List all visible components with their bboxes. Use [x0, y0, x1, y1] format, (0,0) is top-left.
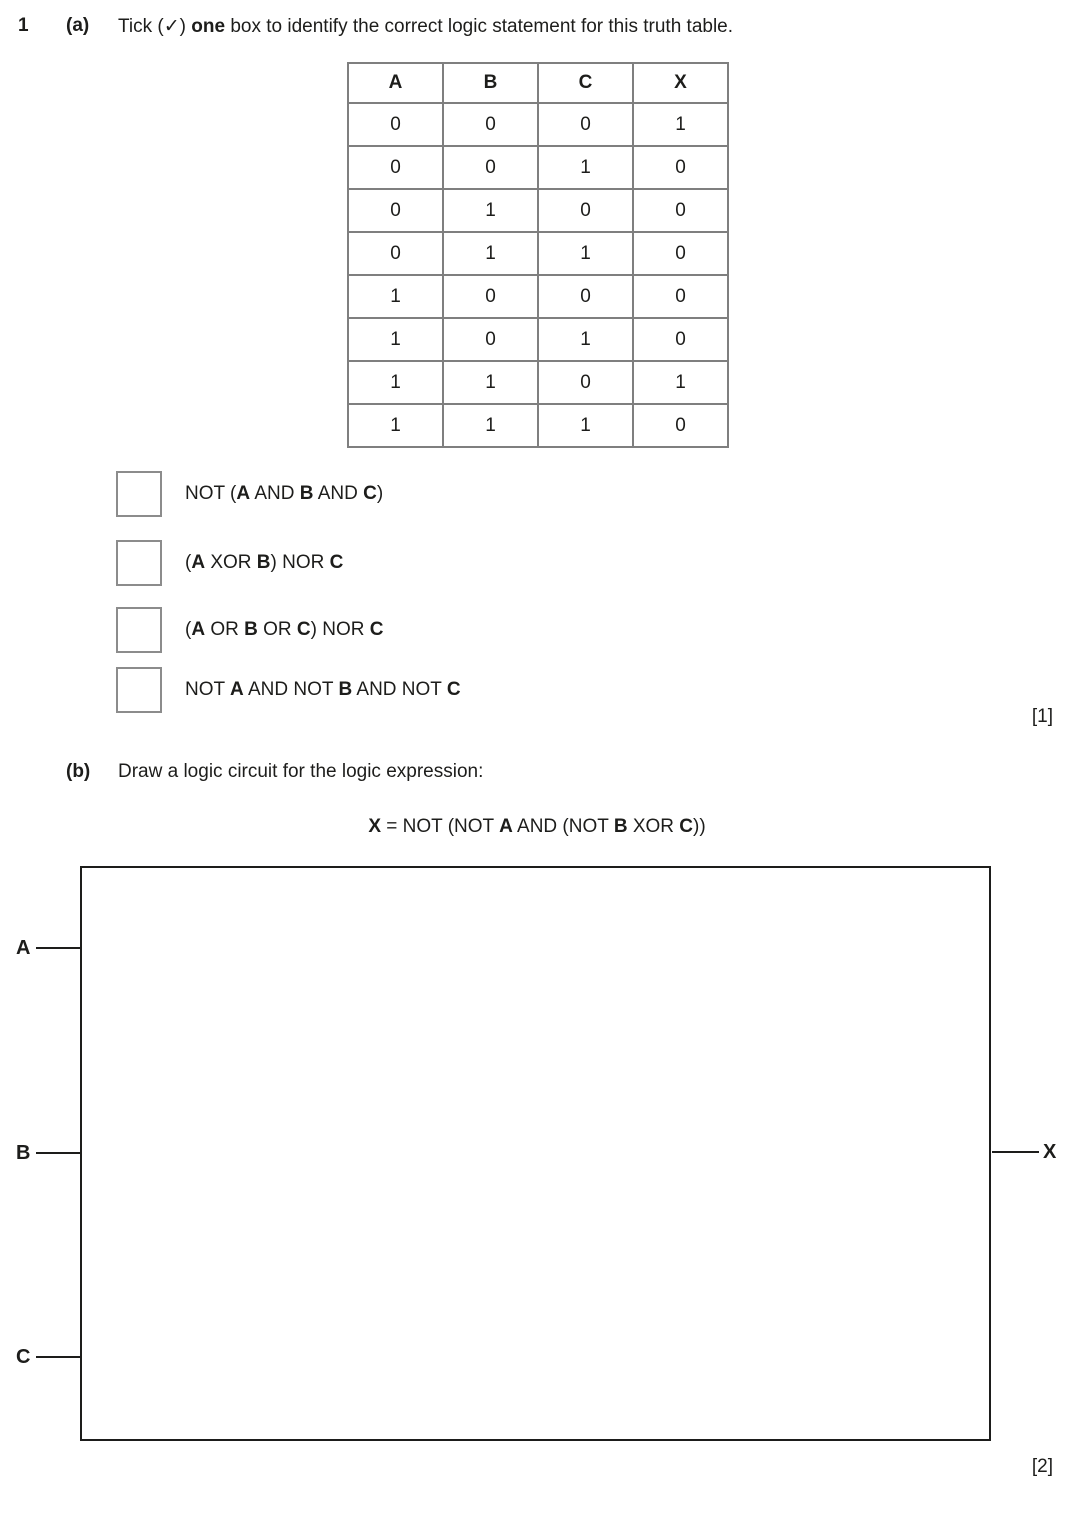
input-label-b: B — [16, 1142, 31, 1164]
output-line-x — [992, 1151, 1039, 1153]
option-label-4: NOT A AND NOT B AND NOT C — [185, 679, 461, 700]
truth-table-cell: 1 — [442, 231, 539, 276]
truth-table-header-a: A — [347, 62, 444, 104]
truth-table-cell: 1 — [632, 360, 729, 405]
part-b-label: (b) — [66, 761, 91, 782]
circuit-drawing-area[interactable] — [80, 866, 991, 1441]
input-line-b — [36, 1152, 81, 1154]
truth-table-cell: 0 — [347, 102, 444, 147]
truth-table-cell: 0 — [632, 188, 729, 233]
input-line-c — [36, 1356, 81, 1358]
truth-table-cell: 0 — [442, 102, 539, 147]
part-a-prompt: Tick (✓) one box to identify the correct… — [118, 16, 734, 37]
option-checkbox-4[interactable] — [116, 667, 162, 713]
option-row-3: (A OR B OR C) NOR C — [116, 607, 384, 653]
output-label-x: X — [1043, 1141, 1057, 1163]
truth-table-header-c: C — [537, 62, 634, 104]
part-a-label: (a) — [66, 15, 90, 36]
truth-table-cell: 1 — [347, 360, 444, 405]
truth-table-cell: 0 — [632, 317, 729, 362]
truth-table-header-row: A B C X — [347, 62, 729, 104]
option-row-1: NOT (A AND B AND C) — [116, 471, 383, 517]
truth-table-cell: 0 — [537, 102, 634, 147]
logic-expression: X = NOT (NOT A AND (NOT B XOR C)) — [368, 816, 706, 837]
option-label-3: (A OR B OR C) NOR C — [185, 619, 384, 640]
input-label-c: C — [16, 1346, 31, 1368]
truth-table-cell: 0 — [347, 231, 444, 276]
truth-table-header-b: B — [442, 62, 539, 104]
truth-table-cell: 0 — [632, 231, 729, 276]
truth-table-cell: 0 — [537, 360, 634, 405]
input-label-a: A — [16, 937, 31, 959]
option-row-2: (A XOR B) NOR C — [116, 540, 343, 586]
truth-table-cell: 1 — [537, 231, 634, 276]
truth-table-cell: 1 — [537, 403, 634, 448]
question-number: 1 — [18, 15, 29, 36]
option-row-4: NOT A AND NOT B AND NOT C — [116, 667, 461, 713]
truth-table-cell: 0 — [347, 145, 444, 190]
part-a-marks: [1] — [1031, 706, 1053, 727]
truth-table-cell: 1 — [347, 274, 444, 319]
truth-table-cell: 1 — [347, 403, 444, 448]
truth-table-cell: 1 — [537, 145, 634, 190]
truth-table-cell: 1 — [442, 188, 539, 233]
option-checkbox-3[interactable] — [116, 607, 162, 653]
truth-table-cell: 0 — [537, 274, 634, 319]
truth-table-cell: 0 — [632, 145, 729, 190]
truth-table-cell: 1 — [442, 360, 539, 405]
part-b-marks: [2] — [1031, 1456, 1053, 1477]
truth-table-cell: 1 — [632, 102, 729, 147]
truth-table-cell: 0 — [632, 403, 729, 448]
option-checkbox-2[interactable] — [116, 540, 162, 586]
truth-table-cell: 0 — [442, 317, 539, 362]
truth-table-cell: 0 — [442, 274, 539, 319]
truth-table-cell: 1 — [347, 317, 444, 362]
input-line-a — [36, 947, 81, 949]
truth-table-header-x: X — [632, 62, 729, 104]
option-label-1: NOT (A AND B AND C) — [185, 483, 384, 504]
truth-table-cell: 0 — [537, 188, 634, 233]
truth-table-cell: 1 — [537, 317, 634, 362]
part-b-prompt: Draw a logic circuit for the logic expre… — [118, 761, 484, 782]
truth-table-cell: 0 — [442, 145, 539, 190]
truth-table-cell: 0 — [632, 274, 729, 319]
option-checkbox-1[interactable] — [116, 471, 162, 517]
option-label-2: (A XOR B) NOR C — [185, 552, 344, 573]
truth-table-cell: 0 — [347, 188, 444, 233]
truth-table-cell: 1 — [442, 403, 539, 448]
